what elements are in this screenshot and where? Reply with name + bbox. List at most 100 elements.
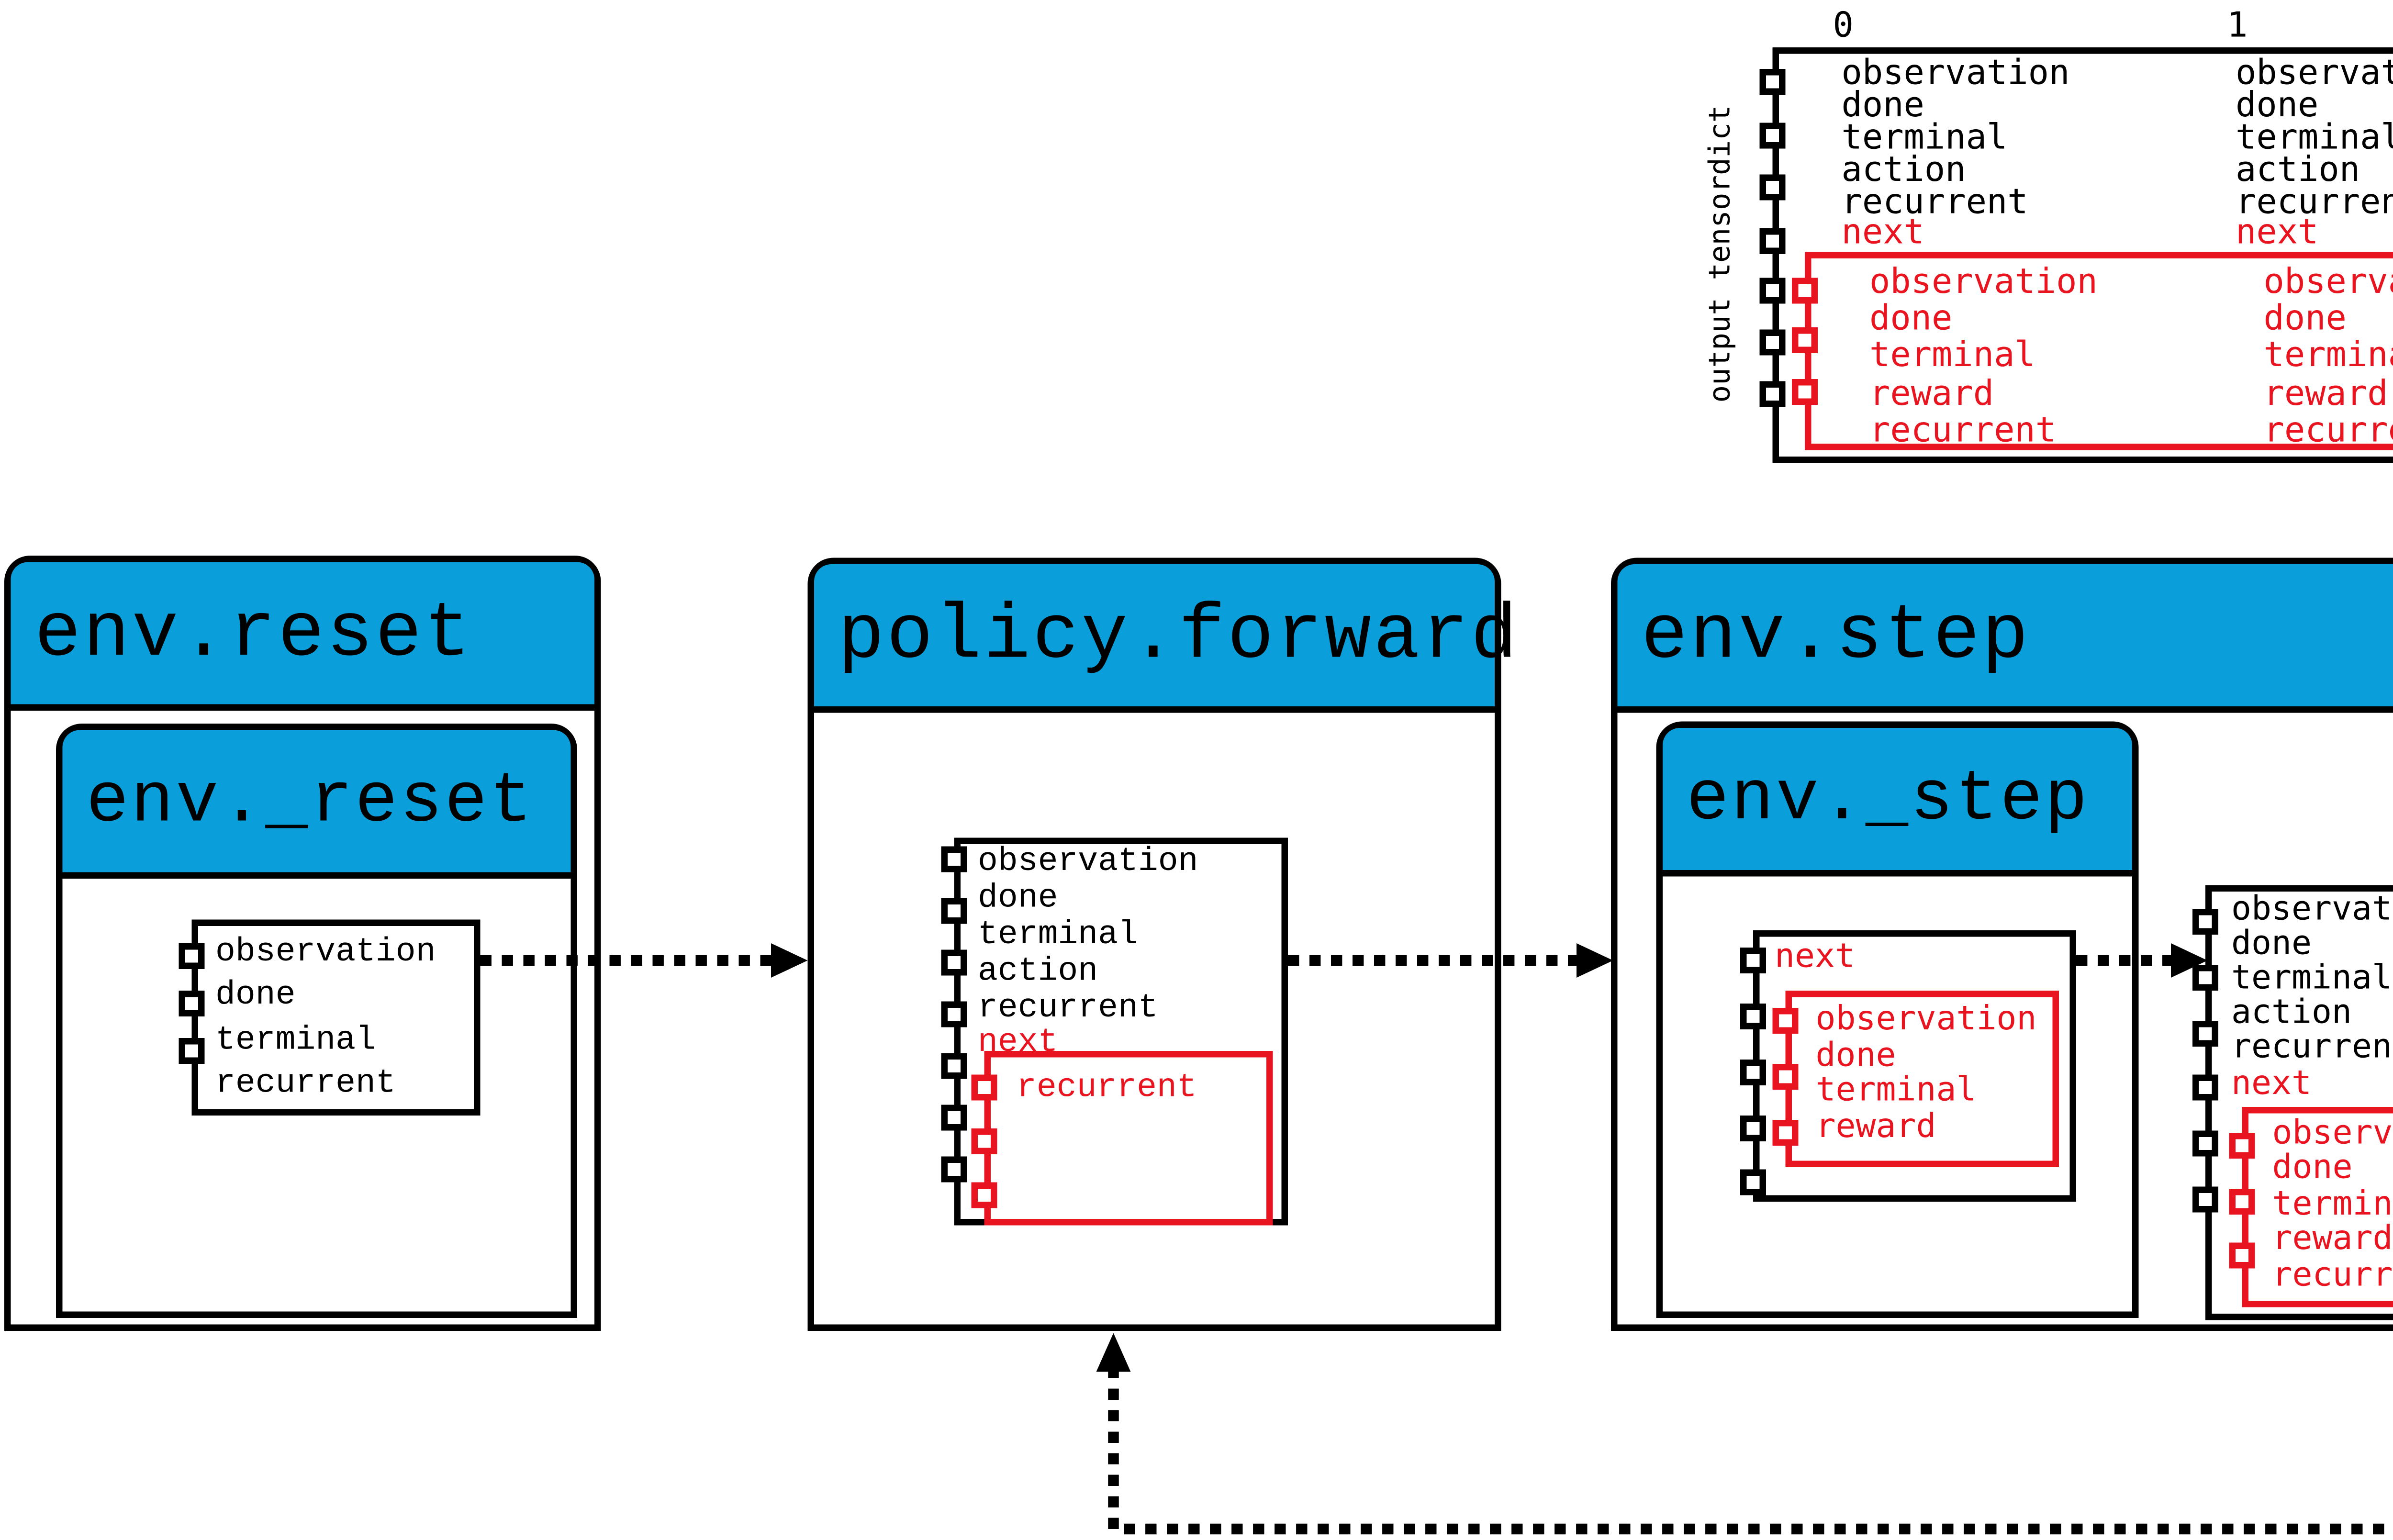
leaf-marker-icon: [179, 943, 205, 969]
field-label: done: [2231, 926, 2393, 960]
field-label: reward: [1869, 374, 2098, 411]
leaf-marker-icon: [941, 1053, 967, 1079]
red-leaf-marker-icon: [2229, 1133, 2255, 1159]
env-reset-title: env.reset: [11, 589, 473, 678]
field-label: recurrent: [2231, 1030, 2393, 1065]
leaf-marker-icon: [1740, 1116, 1766, 1141]
step-out-next-label: next: [2231, 1066, 2312, 1101]
field-label: observation: [2272, 1116, 2393, 1151]
field-label: recurrent: [2264, 411, 2393, 448]
policy-next-fields: recurrent: [1017, 1071, 1197, 1107]
table-col-label-1: 1: [2227, 4, 2248, 45]
red-leaf-marker-icon: [1773, 1008, 1799, 1034]
field-label: recurrent: [215, 1062, 436, 1106]
field-label: done: [1869, 300, 2098, 336]
leaf-marker-icon: [1740, 1170, 1766, 1195]
field-label: observation: [1816, 1002, 2037, 1037]
env-step-inner-header: env._step: [1663, 728, 2132, 877]
env-reset-header: env.reset: [11, 562, 595, 711]
field-label: observation: [2264, 263, 2393, 300]
env-step-title: env.step: [1618, 591, 2031, 680]
field-label: done: [2272, 1151, 2393, 1186]
env-reset-inner-header: env._reset: [63, 730, 571, 879]
field-label: observation: [215, 930, 436, 974]
field-label: recurrent: [1017, 1071, 1197, 1107]
leaf-marker-icon: [1760, 175, 1786, 201]
field-label: observation: [1869, 263, 2098, 300]
leaf-marker-icon: [2192, 1131, 2218, 1157]
field-label: done: [1816, 1037, 2037, 1072]
field-label: terminal: [1816, 1072, 2037, 1108]
field-label: reward: [1816, 1108, 2037, 1143]
red-leaf-marker-icon: [1773, 1064, 1799, 1090]
leaf-marker-icon: [941, 847, 967, 872]
red-leaf-marker-icon: [1792, 327, 1818, 353]
leaf-marker-icon: [941, 1105, 967, 1131]
field-label: terminal: [2231, 961, 2393, 995]
leaf-marker-icon: [2192, 1021, 2218, 1047]
field-label: reward: [2272, 1221, 2393, 1257]
leaf-marker-icon: [1760, 278, 1786, 304]
red-leaf-marker-icon: [972, 1075, 997, 1101]
field-label: reward: [2264, 374, 2393, 411]
field-label: terminal: [2272, 1186, 2393, 1222]
leaf-marker-icon: [941, 898, 967, 924]
table-col-label-0: 0: [1833, 4, 1854, 45]
leaf-marker-icon: [941, 950, 967, 976]
leaf-marker-icon: [1740, 1060, 1766, 1085]
leaf-marker-icon: [2192, 1187, 2218, 1213]
leaf-marker-icon: [1760, 330, 1786, 356]
leaf-marker-icon: [2192, 909, 2218, 935]
field-label: done: [215, 974, 436, 1018]
leaf-marker-icon: [1760, 123, 1786, 149]
policy-forward-header: policy.forward: [814, 564, 1495, 713]
leaf-marker-icon: [2192, 965, 2218, 991]
leaf-marker-icon: [179, 1038, 205, 1064]
arrowhead-right-envstep: [1577, 943, 1613, 978]
field-label: recurrent: [1869, 411, 2098, 448]
env-reset-inner-title: env._reset: [63, 761, 535, 841]
leaf-marker-icon: [1740, 1004, 1766, 1029]
leaf-marker-icon: [941, 1157, 967, 1183]
red-leaf-marker-icon: [972, 1183, 997, 1208]
field-label: observation: [2231, 892, 2393, 926]
red-leaf-marker-icon: [972, 1128, 997, 1154]
field-label: recurrent: [978, 990, 1198, 1026]
leaf-marker-icon: [1760, 69, 1786, 95]
env-step-inner-title: env._step: [1663, 759, 2090, 839]
field-label: observation: [978, 844, 1198, 881]
red-leaf-marker-icon: [1773, 1120, 1799, 1146]
leaf-marker-icon: [179, 991, 205, 1016]
arrowhead-up-policy: [1096, 1333, 1131, 1372]
env-step-header: env.step: [1618, 564, 2393, 713]
field-label: done: [978, 881, 1198, 917]
leaf-marker-icon: [1760, 228, 1786, 254]
field-label: terminal: [215, 1018, 436, 1062]
field-label: recurrent: [2272, 1257, 2393, 1292]
field-label: terminal: [1869, 337, 2098, 374]
red-leaf-marker-icon: [2229, 1243, 2255, 1269]
red-leaf-marker-icon: [1792, 379, 1818, 405]
table-col0-next: next: [1842, 218, 1924, 250]
arrowhead-right-policy: [771, 943, 808, 978]
output-tensordict-label: output tensordict: [1701, 52, 1740, 457]
leaf-marker-icon: [1760, 381, 1786, 407]
field-label: done: [2264, 300, 2393, 336]
field-label: terminal: [978, 917, 1198, 953]
red-leaf-marker-icon: [1792, 278, 1818, 304]
policy-forward-title: policy.forward: [814, 591, 1520, 680]
leaf-marker-icon: [941, 1002, 967, 1027]
field-label: terminal: [2264, 337, 2393, 374]
table-col1-next: next: [2236, 218, 2318, 250]
step-inner-next-label: next: [1775, 939, 1855, 974]
